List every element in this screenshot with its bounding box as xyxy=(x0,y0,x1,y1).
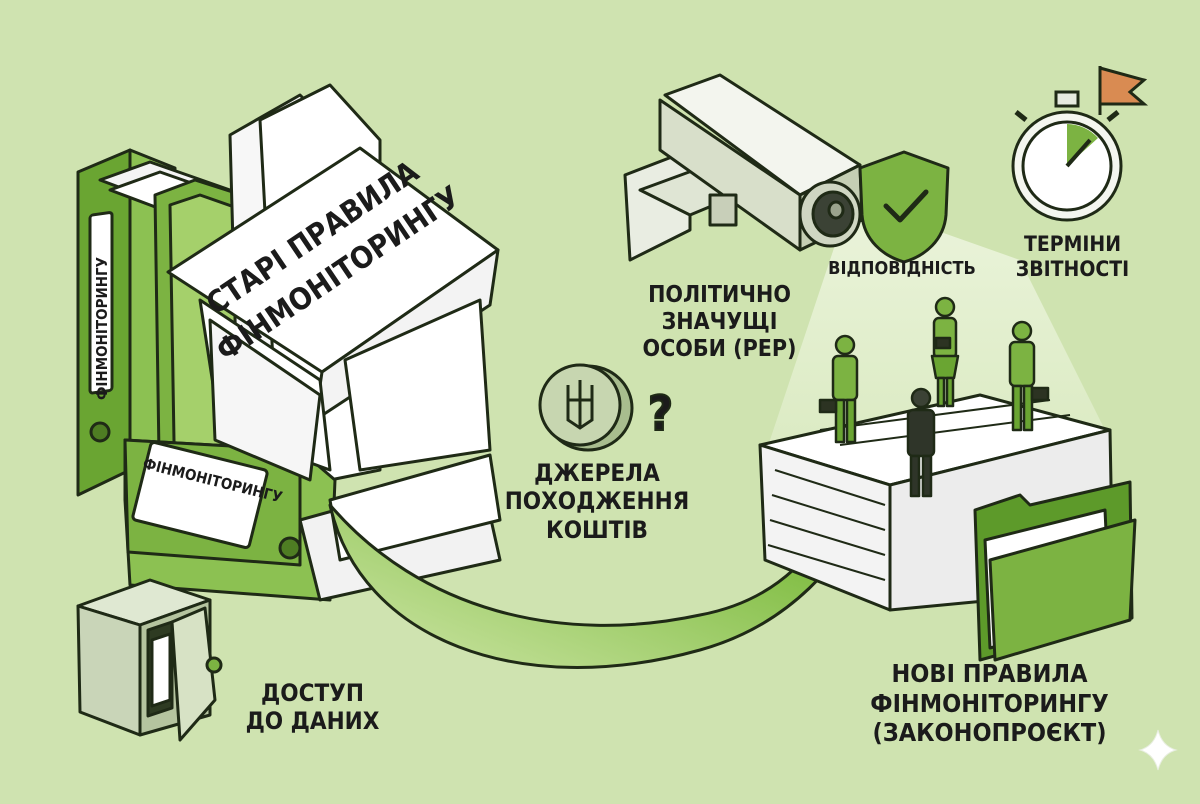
businessperson-icon xyxy=(1008,320,1050,432)
label-funds-sources: ДЖЕРЕЛА ПОХОДЖЕННЯ КОШТІВ xyxy=(488,459,706,544)
label-deadlines-line: ТЕРМІНИ xyxy=(1023,232,1122,256)
label-funds-line: ПОХОДЖЕННЯ xyxy=(504,487,690,516)
label-access-line: ДОСТУП xyxy=(261,679,364,707)
label-pep-line: ЗНАЧУЩІ xyxy=(661,309,778,336)
label-new-rules-line: НОВІ ПРАВИЛА xyxy=(891,659,1088,688)
label-funds-line: ДЖЕРЕЛА xyxy=(534,459,660,487)
safe-icon xyxy=(76,578,223,742)
label-compliance: ВІДПОВІДНІСТЬ xyxy=(812,258,992,279)
sparkle-icon xyxy=(1138,729,1178,771)
shield-check-icon xyxy=(858,150,950,264)
cctv-camera-icon xyxy=(623,73,864,262)
label-data-access: ДОСТУП ДО ДАНИХ xyxy=(240,679,385,736)
old-binders-icon xyxy=(76,83,502,602)
label-pep: ПОЛІТИЧНО ЗНАЧУЩІ ОСОБИ (PEP) xyxy=(612,282,827,363)
label-pep-line: ПОЛІТИЧНО xyxy=(648,282,791,308)
stopwatch-icon xyxy=(1011,90,1123,222)
flag-icon xyxy=(1098,66,1149,115)
label-compliance-line: ВІДПОВІДНІСТЬ xyxy=(828,258,976,279)
label-deadlines-line: ЗВІТНОСТІ xyxy=(1015,256,1130,281)
businessperson-icon xyxy=(930,296,960,408)
coin-trident-icon xyxy=(538,363,634,452)
label-new-rules: НОВІ ПРАВИЛА ФІНМОНІТОРИНГУ (ЗАКОНОПРОЄК… xyxy=(842,659,1137,748)
label-reporting-deadlines: ТЕРМІНИ ЗВІТНОСТІ xyxy=(1000,232,1145,282)
question-mark-icon: ? xyxy=(648,386,673,442)
label-new-rules-line: ФІНМОНІТОРИНГУ xyxy=(870,688,1109,718)
label-access-line: ДО ДАНИХ xyxy=(245,707,380,736)
label-funds-line: КОШТІВ xyxy=(546,515,648,544)
binder-spine-label: ФІНМОНІТОРИНГУ xyxy=(93,257,111,400)
businessperson-icon xyxy=(818,334,859,444)
folder-icon xyxy=(973,480,1137,662)
businessperson-icon xyxy=(906,387,936,498)
label-pep-line: ОСОБИ (PEP) xyxy=(642,336,797,363)
label-new-rules-line: (ЗАКОНОПРОЄКТ) xyxy=(872,718,1107,747)
